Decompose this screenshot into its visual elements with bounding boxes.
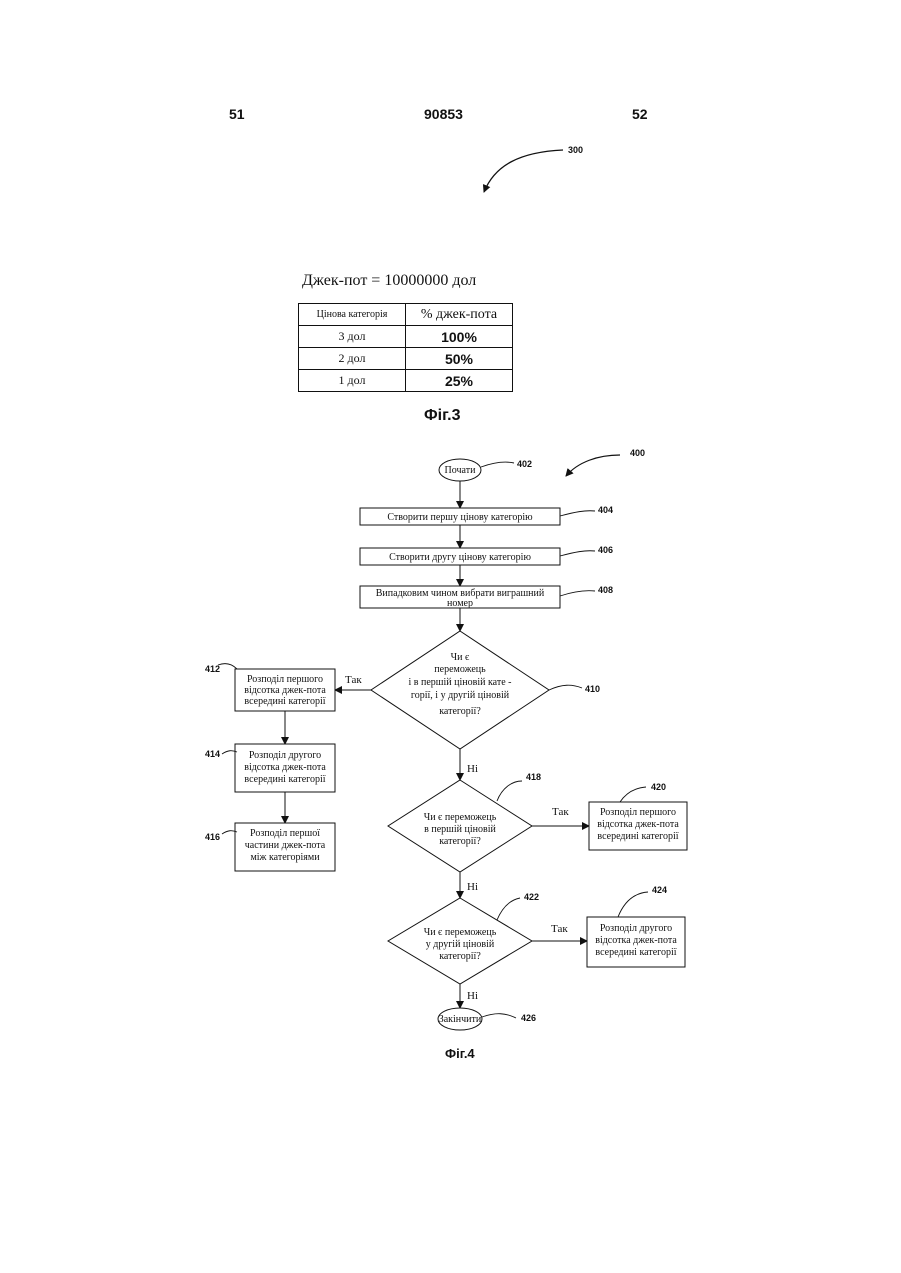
step-408-line-2: номер <box>447 598 473 609</box>
box-412-line-1: Розподіл першого <box>247 674 323 685</box>
decision-410-line-4: горії, і у другій ціновій <box>411 690 510 701</box>
box-416-line-2: частини джек-пота <box>245 840 326 851</box>
step-408-box: Випадковим чином вибрати виграшний номер <box>360 586 560 609</box>
box-420: Розподіл першого відсотка джек-пота всер… <box>589 802 687 850</box>
decision-422-line-3: категорії? <box>439 951 481 962</box>
table-header-category: Цінова категорія <box>299 304 406 326</box>
box-414-line-1: Розподіл другого <box>249 750 321 761</box>
ref-414: 414 <box>205 749 220 759</box>
table-cell-category: 1 дол <box>299 370 406 392</box>
box-424-line-3: всередині категорії <box>595 947 676 958</box>
table-row: 2 дол 50% <box>299 348 513 370</box>
table-row: 3 дол 100% <box>299 326 513 348</box>
decision-410-line-5: категорії? <box>439 706 481 717</box>
ref-412: 412 <box>205 664 220 674</box>
ref-420-visible: 420 <box>651 782 666 792</box>
decision-410: Чи є переможець і в першій ціновій кате … <box>371 631 549 749</box>
step-404-label: Створити першу цінову категорію <box>387 512 533 523</box>
box-424-line-1: Розподіл другого <box>600 923 672 934</box>
prize-table: Цінова категорія % джек-пота 3 дол 100% … <box>298 303 513 392</box>
ref-424: 424 <box>652 885 667 895</box>
table-cell-category: 2 дол <box>299 348 406 370</box>
box-414: Розподіл другого відсотка джек-пота всер… <box>235 744 335 792</box>
no-label-418: Ні <box>467 881 478 893</box>
start-leader-line <box>481 462 514 467</box>
leader-408 <box>560 591 595 596</box>
ref-408: 408 <box>598 585 613 595</box>
end-label: Закінчити <box>439 1014 482 1025</box>
ref-418: 418 <box>526 772 541 782</box>
box-414-line-3: всередині категорії <box>244 774 325 785</box>
decision-422-line-1: Чи є переможець <box>424 927 497 938</box>
end-terminal: Закінчити <box>438 1008 482 1030</box>
table-row: 1 дол 25% <box>299 370 513 392</box>
decision-418-line-1: Чи є переможець <box>424 812 497 823</box>
ref-416: 416 <box>205 832 220 842</box>
fig4-ref-arrow <box>566 455 620 476</box>
fig3-caption: Фіг.3 <box>424 407 461 425</box>
ref-404: 404 <box>598 505 613 515</box>
box-424: Розподіл другого відсотка джек-пота всер… <box>587 917 685 967</box>
fig3-ref-arrow <box>484 150 563 192</box>
leader-406 <box>560 551 595 556</box>
ref-422: 422 <box>524 892 539 902</box>
box-412-line-2: відсотка джек-пота <box>244 685 326 696</box>
leader-424 <box>618 892 648 917</box>
table-header-row: Цінова категорія % джек-пота <box>299 304 513 326</box>
box-416-line-1: Розподіл першої <box>250 828 320 839</box>
yes-label-410: Так <box>345 674 362 686</box>
box-424-line-2: відсотка джек-пота <box>595 935 677 946</box>
box-416: Розподіл першої частини джек-пота між ка… <box>235 823 335 871</box>
box-420-line-3: всередині категорії <box>597 831 678 842</box>
start-terminal: Почати <box>439 459 481 481</box>
yes-label-422: Так <box>551 923 568 935</box>
decision-410-line-3: і в першій ціновій кате - <box>409 677 512 688</box>
yes-label-418: Так <box>552 806 569 818</box>
step-406-label: Створити другу цінову категорію <box>389 552 531 563</box>
table-header-percent: % джек-пота <box>406 304 513 326</box>
fig4-ref-number: 400 <box>630 448 645 458</box>
box-412-line-3: всередині категорії <box>244 696 325 707</box>
table-cell-percent: 100% <box>406 326 513 348</box>
decision-422-line-2: у другій ціновій <box>426 939 495 950</box>
no-label-422: Ні <box>467 990 478 1002</box>
no-label-410: Ні <box>467 763 478 775</box>
leader-422 <box>497 898 520 920</box>
decision-418-line-3: категорії? <box>439 836 481 847</box>
leader-418 <box>497 781 522 801</box>
jackpot-title: Джек-пот = 10000000 дол <box>302 272 476 290</box>
fig4-caption: Фіг.4 <box>445 1046 475 1061</box>
leader-404 <box>560 511 595 516</box>
box-414-line-2: відсотка джек-пота <box>244 762 326 773</box>
step-404-box: Створити першу цінову категорію <box>360 508 560 525</box>
box-412: Розподіл першого відсотка джек-пота всер… <box>235 669 335 711</box>
leader-410 <box>549 685 582 690</box>
table-cell-percent: 25% <box>406 370 513 392</box>
leader-412 <box>218 664 237 669</box>
decision-410-line-1: Чи є <box>451 652 470 663</box>
box-416-line-3: між категоріями <box>250 852 320 863</box>
decision-410-line-2: переможець <box>434 664 486 675</box>
decision-418: Чи є переможець в першій ціновій категор… <box>388 780 532 872</box>
table-cell-percent: 50% <box>406 348 513 370</box>
box-420-line-2: відсотка джек-пота <box>597 819 679 830</box>
table-cell-category: 3 дол <box>299 326 406 348</box>
ref-426: 426 <box>521 1013 536 1023</box>
box-420-line-1: Розподіл першого <box>600 807 676 818</box>
decision-418-line-2: в першій ціновій <box>424 824 496 835</box>
start-label: Почати <box>445 465 477 476</box>
leader-420 <box>620 787 646 802</box>
ref-410: 410 <box>585 684 600 694</box>
fig3-ref-number: 300 <box>568 145 583 155</box>
leader-426 <box>482 1014 516 1018</box>
ref-406: 406 <box>598 545 613 555</box>
ref-402: 402 <box>517 459 532 469</box>
step-406-box: Створити другу цінову категорію <box>360 548 560 565</box>
decision-422: Чи є переможець у другій ціновій категор… <box>388 898 532 984</box>
